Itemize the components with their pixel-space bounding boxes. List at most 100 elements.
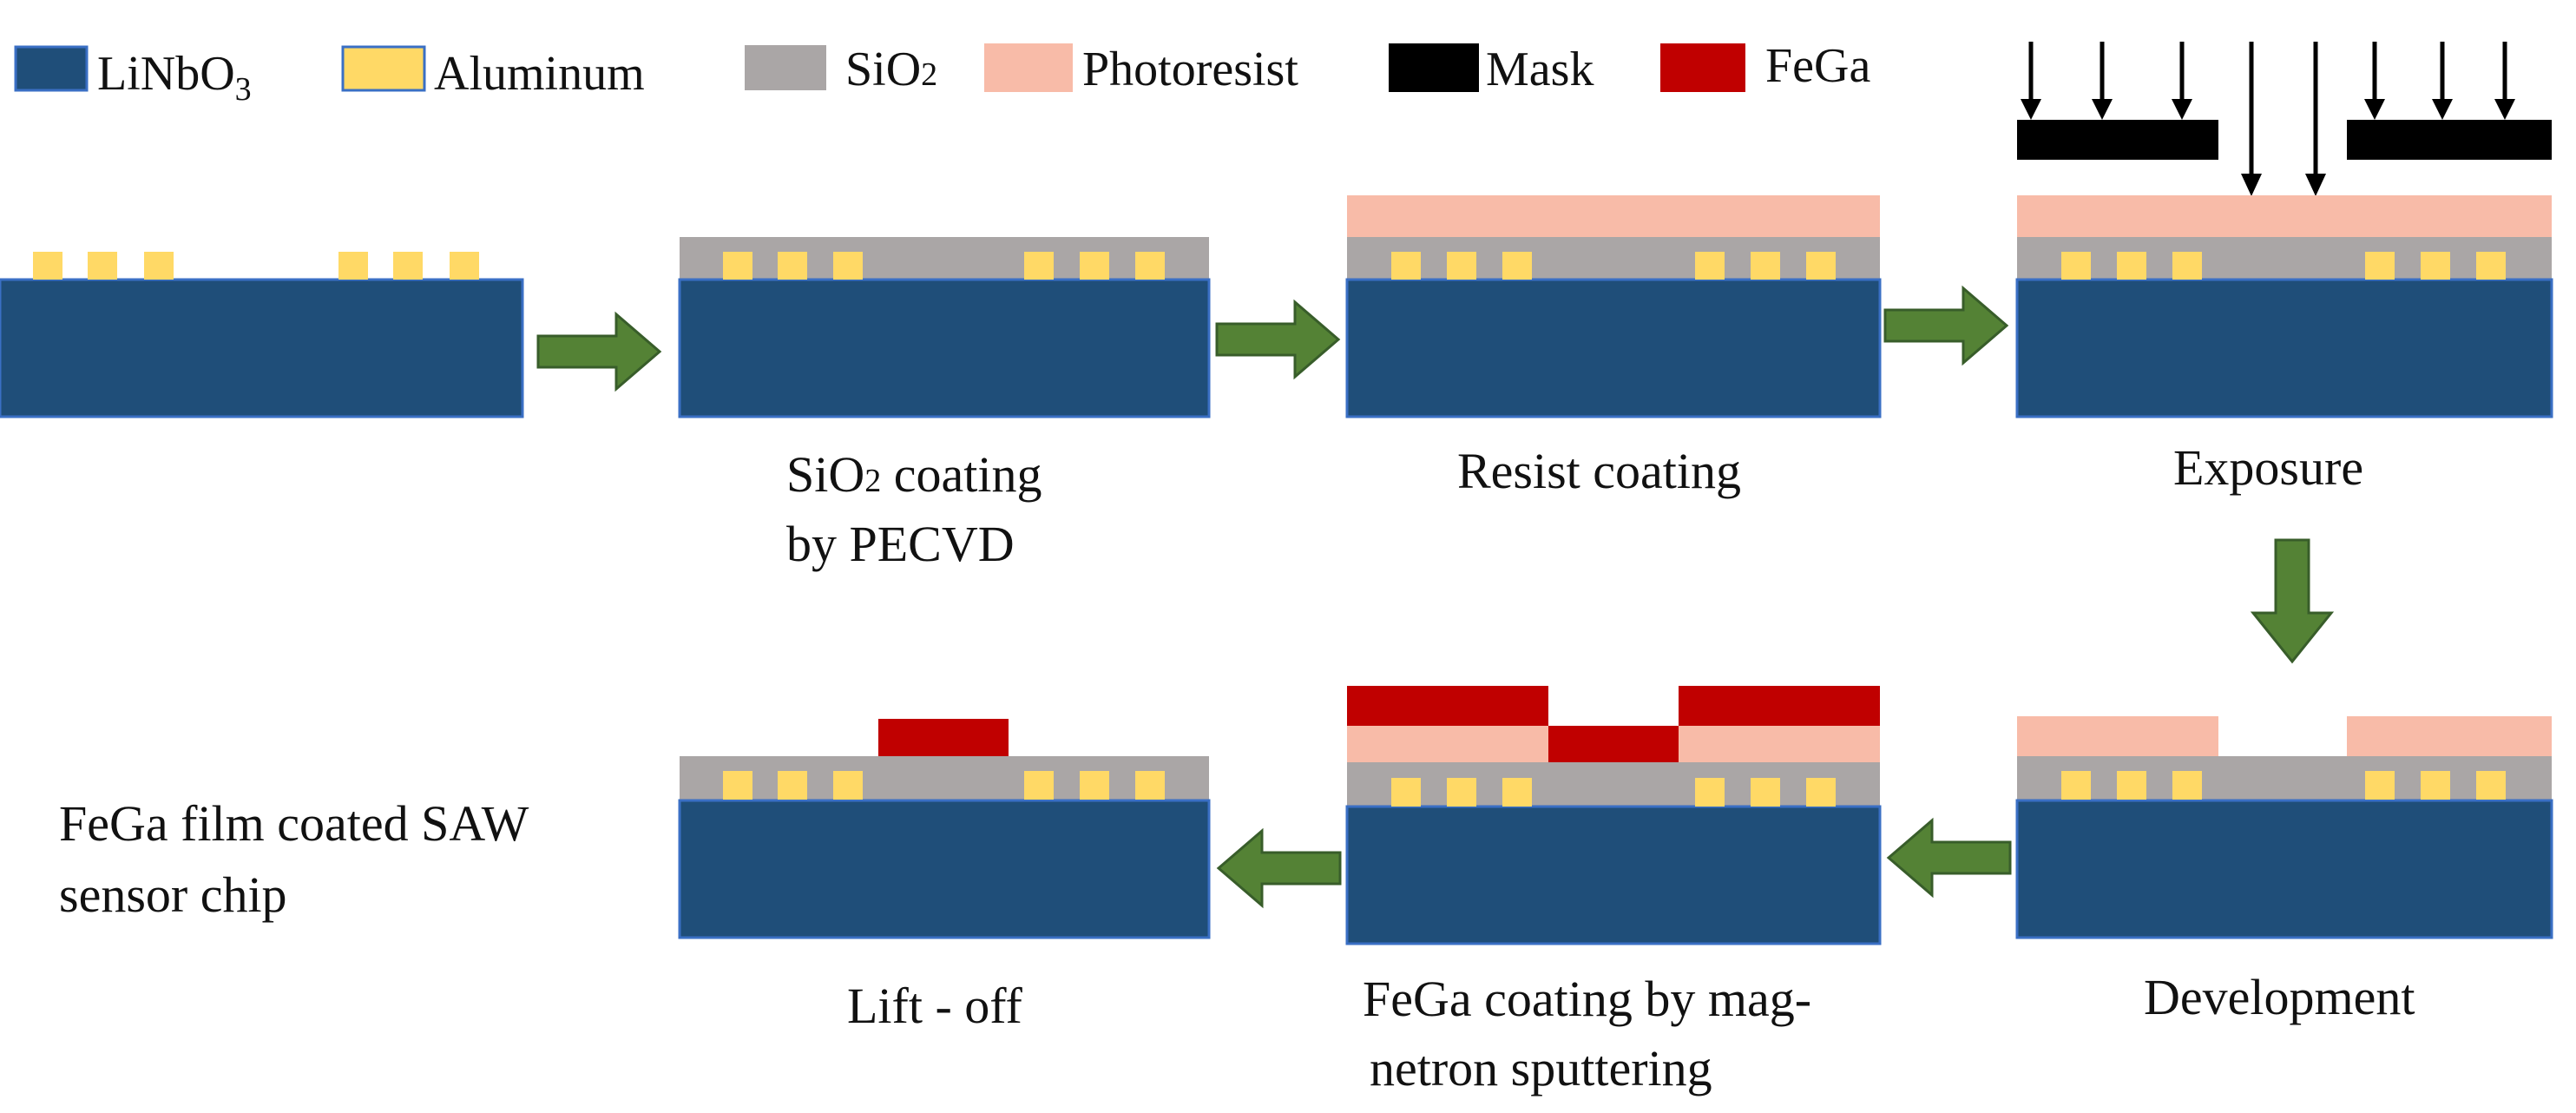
fega-layer-left — [1347, 686, 1548, 726]
fega-layer-center — [1548, 726, 1679, 764]
aluminum-electrode — [1391, 252, 1421, 280]
aluminum-electrode — [1447, 778, 1476, 807]
photoresist-layer-right — [2347, 716, 2552, 758]
aluminum-electrode — [1502, 252, 1532, 280]
photoresist-layer — [2017, 195, 2552, 237]
linbo3-substrate — [0, 278, 524, 418]
aluminum-electrode — [723, 771, 752, 800]
aluminum-electrode — [1080, 252, 1109, 280]
process-arrow-right — [536, 311, 662, 392]
photoresist-layer — [1347, 195, 1880, 237]
aluminum-electrode — [2061, 252, 2091, 280]
process-arrow-right — [1215, 299, 1341, 380]
legend-label-fega: FeGa — [1765, 39, 1870, 93]
aluminum-electrode — [1806, 778, 1836, 807]
legend-item-photoresist: Photoresist — [984, 43, 1298, 96]
aluminum-electrode — [2476, 771, 2506, 800]
aluminum-electrode — [1751, 252, 1780, 280]
fega-film — [878, 719, 1009, 757]
aluminum-electrode — [88, 252, 117, 280]
legend-label-linbo3: LiNbO3 — [97, 47, 252, 108]
photoresist-layer-left — [1347, 726, 1548, 764]
uv-arrowhead — [2432, 99, 2453, 120]
aluminum-electrode — [1751, 778, 1780, 807]
aluminum-electrode — [1695, 252, 1725, 280]
aluminum-electrode — [2117, 771, 2146, 800]
uv-arrowhead — [2494, 99, 2515, 120]
aluminum-electrode — [393, 252, 423, 280]
legend-item-mask: Mask — [1389, 43, 1594, 96]
step-5-development — [2015, 716, 2553, 939]
aluminum-electrode — [1024, 771, 1054, 800]
legend-label-aluminum: Aluminum — [434, 47, 645, 101]
aluminum-electrode — [2365, 771, 2395, 800]
aluminum-electrode — [2172, 252, 2202, 280]
step-4-caption: Exposure — [2173, 439, 2363, 496]
aluminum-electrode — [338, 252, 368, 280]
aluminum-electrode — [778, 252, 807, 280]
aluminum-electrode — [2421, 252, 2450, 280]
aluminum-electrode — [2117, 252, 2146, 280]
photoresist-layer-left — [2017, 716, 2218, 758]
aluminum-electrode — [33, 252, 62, 280]
uv-exposure-arrows — [2021, 42, 2515, 196]
legend-swatch-sio2 — [745, 45, 826, 90]
photomask-right — [2347, 120, 2552, 160]
step-5-caption: Development — [2144, 969, 2415, 1025]
legend-label-sio2: SiO2 — [845, 43, 937, 96]
process-arrow-left — [1886, 817, 2012, 899]
step-2-caption-line-2: by PECVD — [786, 516, 1015, 572]
step-1-substrate-with-electrodes — [0, 252, 524, 418]
legend: LiNbO3 Aluminum SiO2 Photoresist Mask Fe… — [14, 39, 1870, 108]
final-product-caption-line-1: FeGa film coated SAW — [59, 795, 529, 852]
step-4-exposure — [2015, 42, 2553, 418]
aluminum-electrode — [1391, 778, 1421, 807]
photomask-left — [2017, 120, 2218, 160]
sio2-layer — [2017, 756, 2552, 801]
sio2-layer — [1347, 237, 1880, 280]
step-3-caption: Resist coating — [1457, 443, 1741, 499]
aluminum-electrode — [833, 771, 863, 800]
aluminum-electrode — [2421, 771, 2450, 800]
aluminum-electrode — [1135, 771, 1165, 800]
photoresist-layer-right — [1679, 726, 1880, 764]
legend-swatch-linbo3 — [14, 45, 89, 92]
aluminum-electrode — [778, 771, 807, 800]
process-arrow-down — [2250, 538, 2335, 664]
linbo3-substrate — [678, 799, 1211, 939]
aluminum-electrode — [450, 252, 479, 280]
aluminum-electrode — [1695, 778, 1725, 807]
legend-swatch-mask — [1389, 43, 1479, 92]
aluminum-electrode — [1447, 252, 1476, 280]
sio2-layer — [1347, 762, 1880, 807]
legend-swatch-fega — [1660, 43, 1745, 92]
step-2-sio2-coating — [678, 237, 1211, 418]
aluminum-electrode — [2365, 252, 2395, 280]
step-6-caption-line-1: FeGa coating by mag- — [1363, 971, 1811, 1027]
step-2-caption-line-1: SiO2 coating — [786, 446, 1042, 503]
uv-arrowhead — [2364, 99, 2385, 120]
legend-item-fega: FeGa — [1660, 39, 1870, 93]
uv-arrowhead — [2241, 174, 2262, 196]
legend-swatch-aluminum — [341, 45, 426, 92]
fega-layer-right — [1679, 686, 1880, 726]
linbo3-substrate — [1345, 278, 1882, 418]
step-7-caption: Lift - off — [847, 978, 1023, 1034]
aluminum-electrode — [1135, 252, 1165, 280]
sio2-layer — [2017, 237, 2552, 280]
final-product-caption-line-2: sensor chip — [59, 866, 287, 923]
legend-label-photoresist: Photoresist — [1082, 43, 1298, 96]
aluminum-electrode — [833, 252, 863, 280]
step-3-resist-coating — [1345, 195, 1882, 418]
uv-arrowhead — [2092, 99, 2113, 120]
legend-swatch-photoresist — [984, 43, 1073, 92]
step-6-caption-line-2: netron sputtering — [1370, 1040, 1712, 1097]
aluminum-electrode — [1024, 252, 1054, 280]
aluminum-electrode — [723, 252, 752, 280]
uv-arrowhead — [2021, 99, 2041, 120]
step-7-lift-off — [678, 719, 1211, 939]
step-6-fega-sputtering — [1345, 686, 1882, 945]
legend-label-mask: Mask — [1486, 43, 1594, 96]
linbo3-substrate — [2015, 799, 2553, 939]
